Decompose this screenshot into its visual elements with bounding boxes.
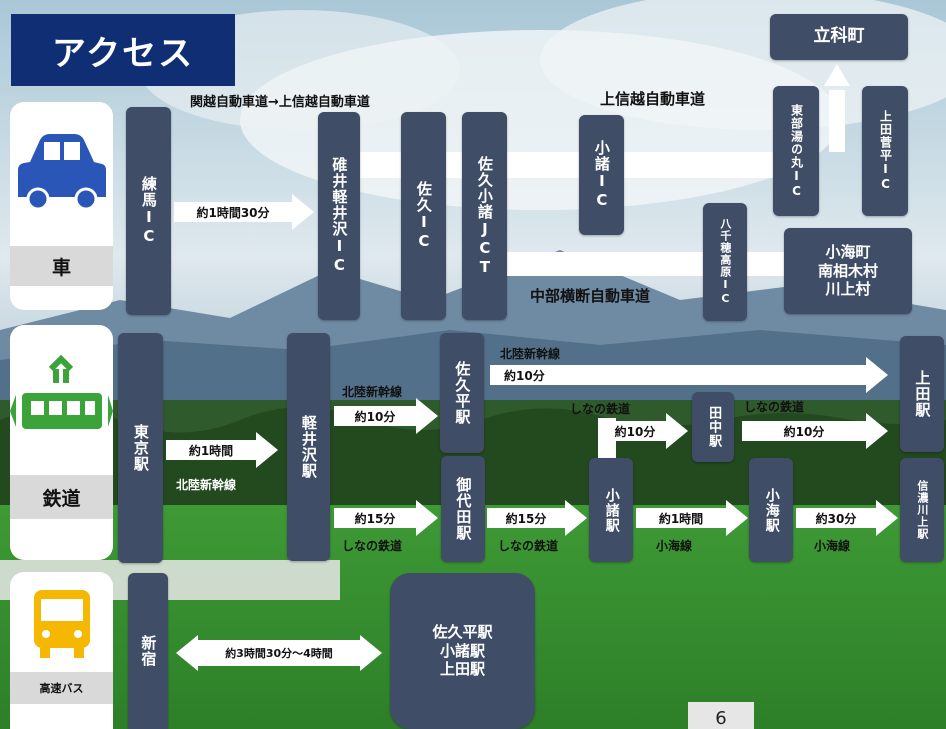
tateshina-connector (829, 90, 845, 152)
page-title: アクセス (11, 14, 235, 86)
route-kanetsu-label: 関越自動車道→上信越自動車道 (190, 95, 370, 110)
tokyo-station: 東京駅 (118, 333, 163, 563)
arrow-karuizawa-sakudaira: 約10分 (334, 398, 438, 434)
usui-karuizawa-ic: 碓井軽井沢IC (318, 112, 360, 320)
car-icon (18, 134, 106, 211)
shinkansen-label-sakudaira: 北陸新幹線 (500, 347, 561, 361)
koumi-station: 小海駅 (749, 458, 793, 562)
sakudaira-station: 佐久平駅 (440, 333, 484, 453)
shinano-label-miyota-komoro: しなの鉄道 (498, 539, 559, 553)
ueda-station: 上田駅 (900, 336, 944, 452)
arrow-shinjuku-bus: 約3時間30分〜4時間 (176, 635, 382, 671)
saku-komoro-jct: 佐久小諸JCT (462, 112, 507, 320)
shinano-label-komoro-tanaka: しなの鉄道 (570, 402, 631, 416)
komoro-ic: 小諸IC (579, 115, 624, 235)
tobu-yunomaru-ic: 東部湯の丸IC (773, 86, 819, 216)
shinano-kawakami-station: 信濃川上駅 (900, 458, 944, 562)
tateshina-arrowhead (824, 64, 850, 86)
shinjuku-terminal: 新宿 (128, 573, 168, 729)
koumi-line-label-koumi: 小海線 (814, 539, 851, 553)
route-joshinetsu-label: 上信越自動車道 (600, 90, 706, 108)
car-card: 車 (10, 102, 113, 310)
shinkansen-label-tokyo: 北陸新幹線 (176, 478, 237, 492)
ueda-sugadaira-ic: 上田菅平IC (862, 86, 908, 216)
arrow-komoro-tanaka: 約10分 (604, 413, 688, 449)
bus-label: 高速バス (10, 672, 113, 704)
karuizawa-station: 軽井沢駅 (287, 333, 330, 561)
bus-time-label: 約3時間30分〜4時間 (225, 647, 333, 660)
train-icon (10, 354, 113, 429)
rail-label: 鉄道 (10, 475, 113, 519)
komoro-station: 小諸駅 (589, 458, 633, 562)
page-number: 6 (688, 702, 754, 729)
arrow-nerima-usui: 約1時間30分 (174, 194, 314, 230)
shinkansen-label-karuizawa: 北陸新幹線 (342, 385, 403, 399)
tateshina-destination: 立科町 (770, 14, 908, 60)
tanaka-station: 田中駅 (692, 392, 734, 462)
nerima-ic: 練馬IC (126, 107, 171, 315)
bus-icon (34, 590, 90, 658)
shinano-label-karuizawa-miyota: しなの鉄道 (342, 539, 403, 553)
arrow-sakudaira-ueda: 約10分 (490, 357, 888, 393)
arrow-koumi-kawakami: 約30分 (796, 500, 898, 536)
arrow-karuizawa-miyota: 約15分 (334, 500, 438, 536)
arrow-miyota-komoro: 約15分 (487, 500, 587, 536)
rail-card: 鉄道 (10, 325, 113, 560)
arrow-komoro-koumi: 約1時間 (636, 500, 748, 536)
miyota-station: 御代田駅 (441, 456, 485, 562)
route-chubu-label: 中部横断自動車道 (530, 287, 651, 305)
saku-ic: 佐久IC (401, 112, 446, 320)
arrow-tanaka-ueda: 約10分 (742, 413, 888, 449)
yachiho-kogen-ic: 八千穂高原IC (703, 203, 747, 321)
koumi-destination: 小海町 南相木村 川上村 (784, 228, 912, 314)
shinano-label-tanaka-ueda: しなの鉄道 (744, 400, 805, 414)
bus-destinations: 佐久平駅 小諸駅 上田駅 (390, 573, 535, 729)
bus-card: 高速バス (10, 572, 113, 729)
arrow-tokyo-karuizawa: 約1時間 (166, 432, 278, 468)
car-label: 車 (10, 246, 113, 286)
koumi-line-label-komoro: 小海線 (656, 539, 693, 553)
